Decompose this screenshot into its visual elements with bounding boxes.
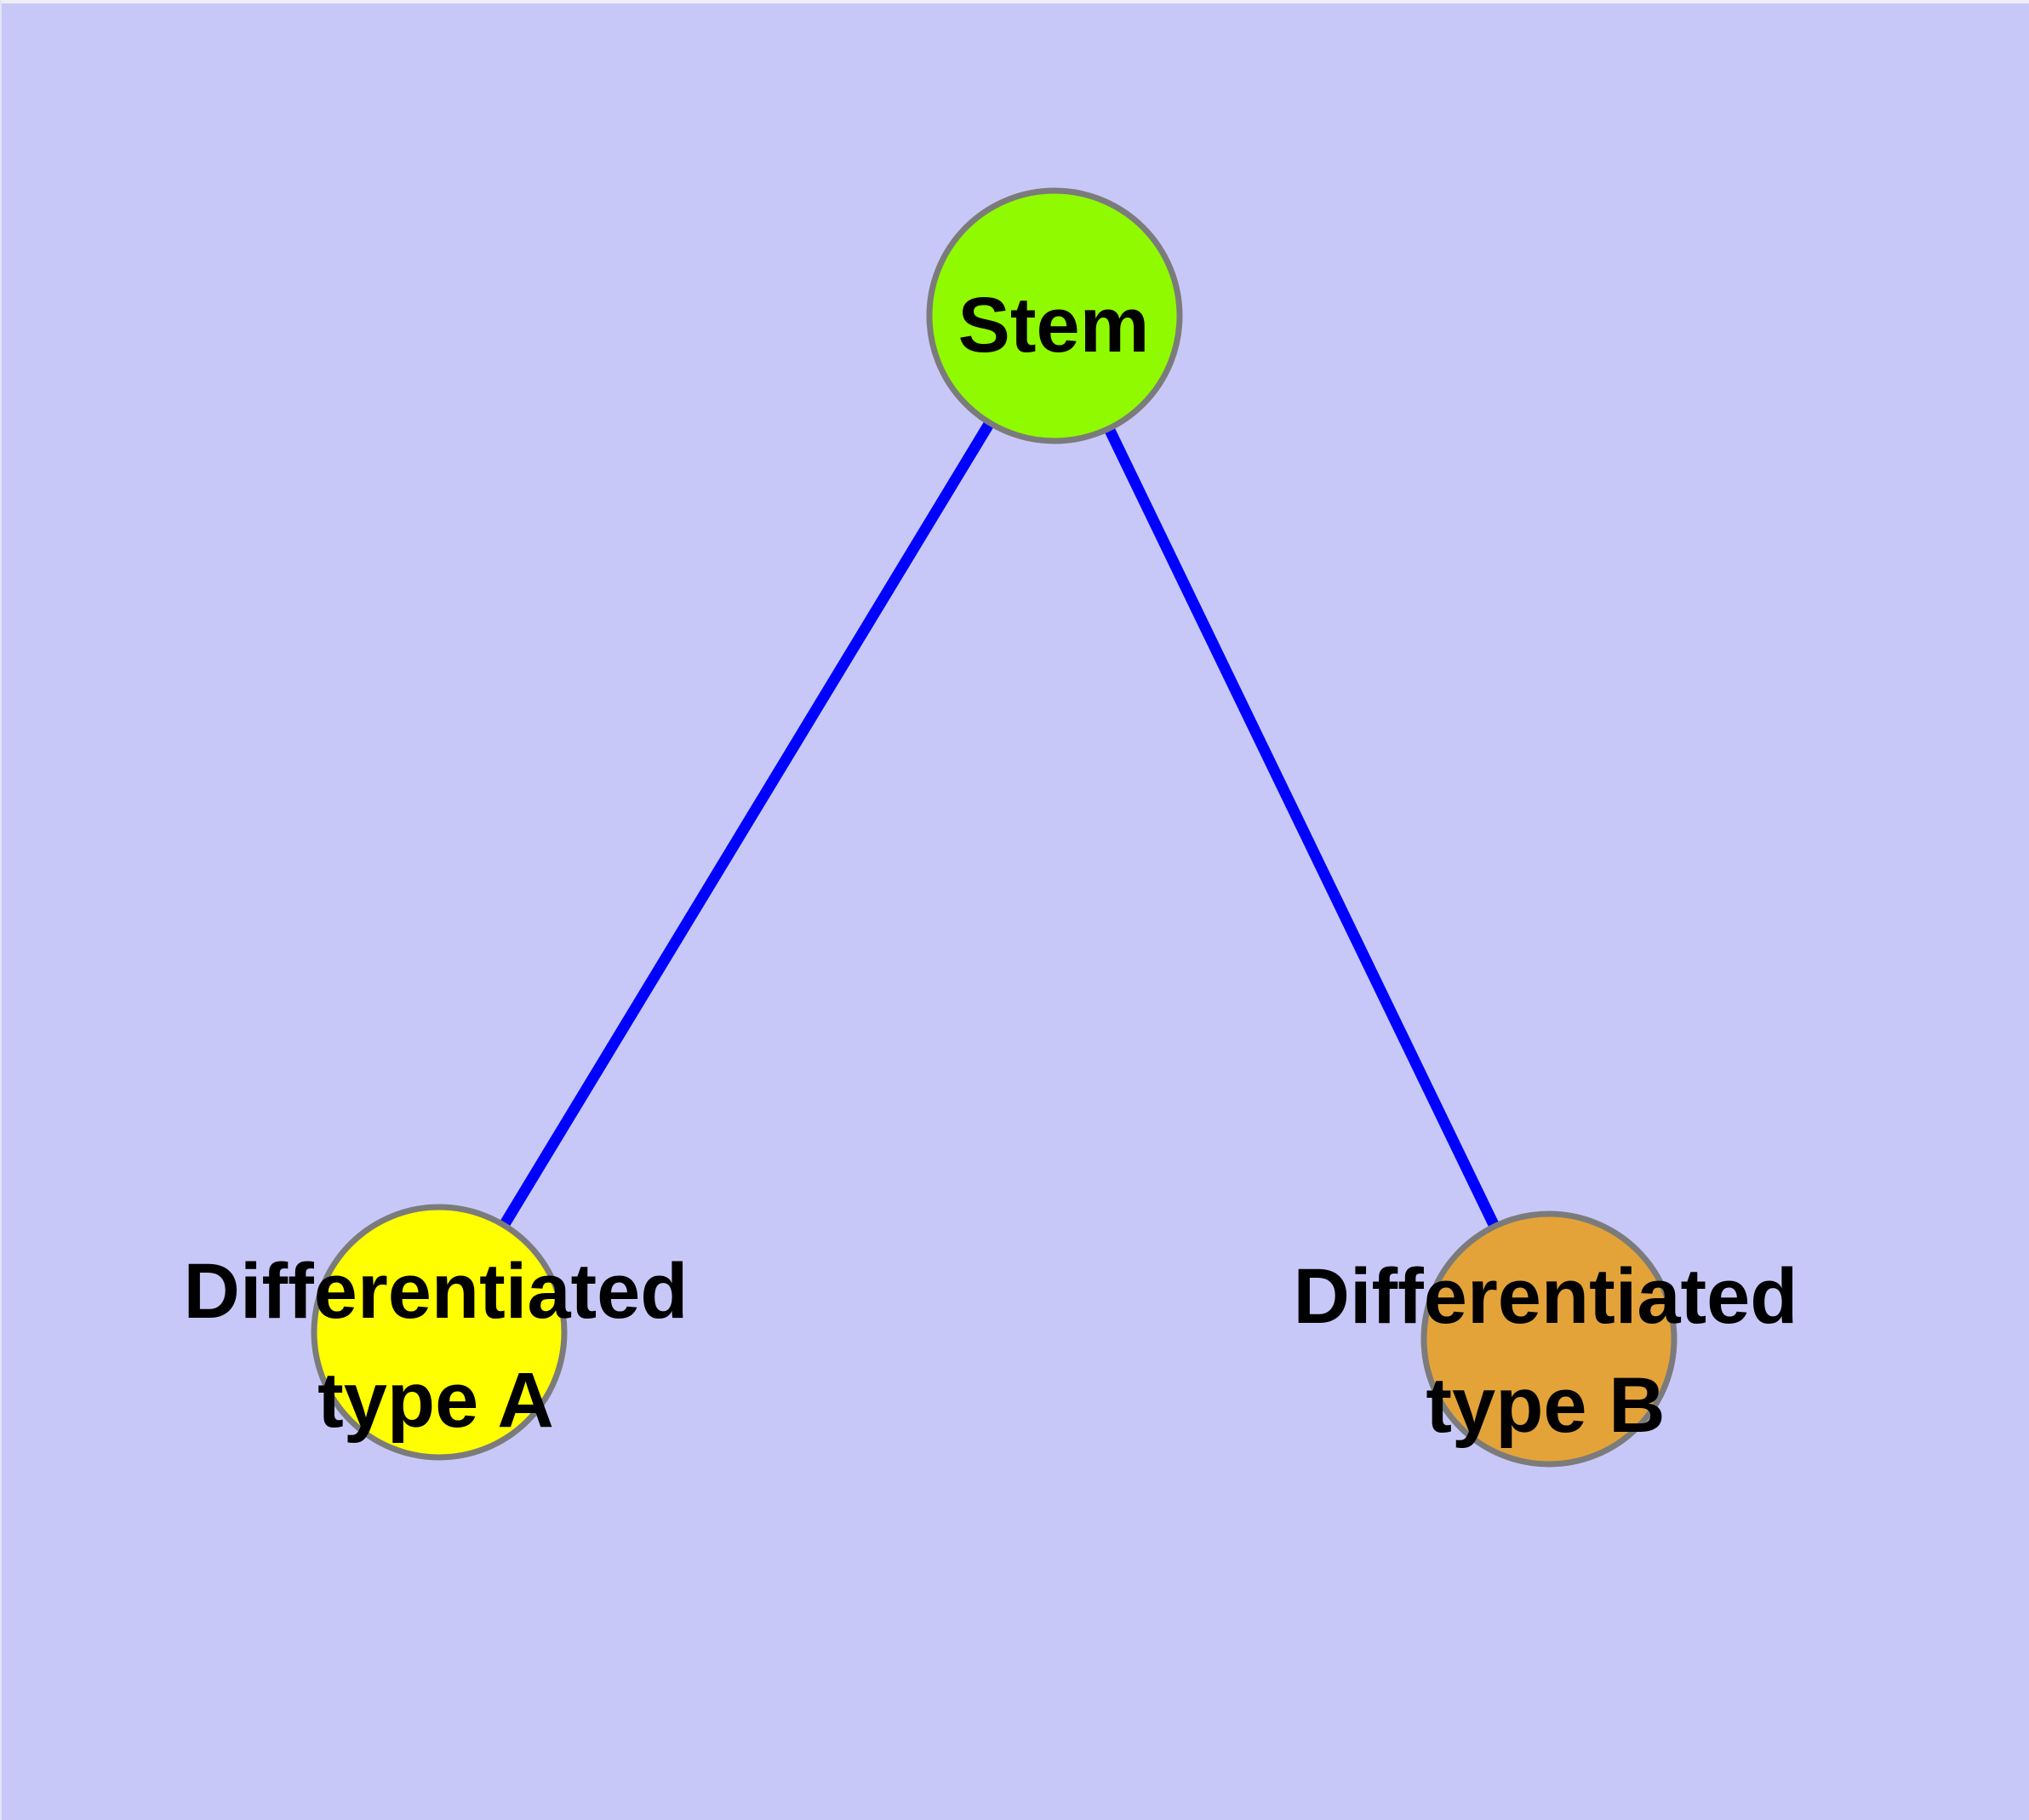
left-margin-strip xyxy=(0,0,2,1820)
node-type-a-label-line1: Differentiated xyxy=(184,1248,689,1335)
edge-stem-to-type-a xyxy=(434,312,1060,1336)
node-type-b: Differentiated type B xyxy=(1294,1210,1798,1468)
top-margin-strip xyxy=(0,0,2029,3)
node-stem-label: Stem xyxy=(958,282,1150,369)
node-type-a-label-line2: type A xyxy=(317,1357,554,1444)
node-type-b-circle xyxy=(1420,1210,1677,1468)
edge-layer xyxy=(434,312,1554,1342)
node-type-b-label-line1: Differentiated xyxy=(1294,1253,1798,1340)
node-type-b-label-line2: type B xyxy=(1426,1362,1665,1449)
node-stem: Stem xyxy=(926,187,1183,444)
node-type-a: Differentiated type A xyxy=(184,1204,689,1461)
node-stem-circle xyxy=(926,187,1183,444)
edge-stem-to-type-b xyxy=(1049,313,1554,1342)
node-type-a-circle xyxy=(311,1204,568,1461)
